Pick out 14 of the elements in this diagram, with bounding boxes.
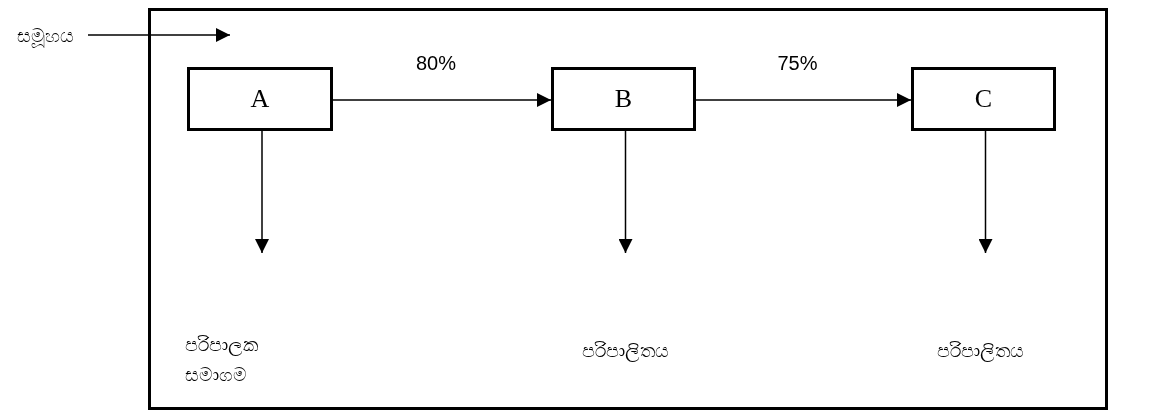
arrow: [255, 130, 269, 254]
arrow: [695, 93, 912, 107]
arrow: [87, 28, 231, 42]
node-label: සමූහය: [4, 20, 86, 50]
company-box: C: [911, 67, 1056, 131]
company-box: A: [187, 67, 333, 131]
company-box: B: [551, 67, 696, 131]
arrow: [618, 130, 633, 254]
node-label: පරිපාලිතය: [905, 328, 1055, 373]
arrow: [978, 130, 993, 254]
arrow: [332, 93, 552, 107]
node-label: පරිපාලිතය: [550, 328, 700, 373]
node-label: පරිපාලක සමාගම: [185, 328, 320, 390]
group-frame: [148, 8, 1108, 410]
